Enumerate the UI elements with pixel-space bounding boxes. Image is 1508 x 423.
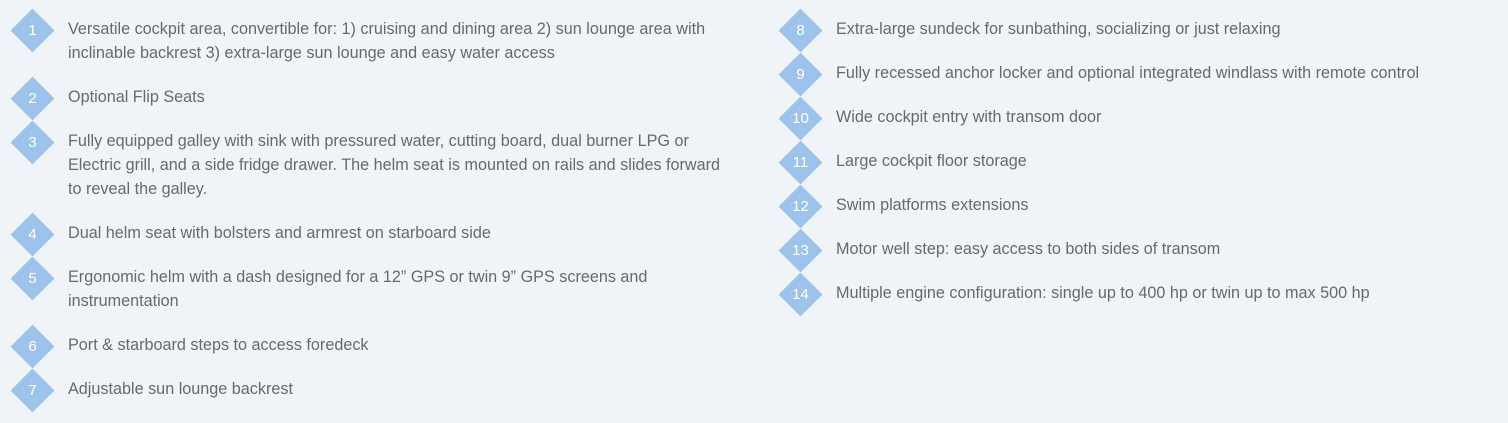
feature-text: Fully recessed anchor locker and optiona… xyxy=(836,64,1420,82)
diamond-icon: 4 xyxy=(10,212,55,257)
diamond-icon: 3 xyxy=(10,120,55,165)
diamond-icon: 1 xyxy=(10,8,55,53)
feature-text: Adjustable sun lounge backrest xyxy=(68,380,293,398)
diamond-icon: 7 xyxy=(10,368,55,413)
feature-number: 11 xyxy=(792,154,809,171)
feature-number: 3 xyxy=(28,134,37,151)
diamond-icon: 2 xyxy=(10,76,55,121)
feature-number: 13 xyxy=(792,242,809,259)
feature-text: Optional Flip Seats xyxy=(68,88,205,106)
feature-number: 12 xyxy=(792,198,809,215)
feature-number: 4 xyxy=(28,226,37,243)
feature-text: Multiple engine configuration: single up… xyxy=(836,284,1370,302)
diamond-icon: 8 xyxy=(778,8,823,53)
feature-number: 8 xyxy=(796,22,805,39)
diamond-icon: 12 xyxy=(778,184,823,229)
diamond-icon: 11 xyxy=(778,140,823,185)
diamond-icon: 5 xyxy=(10,256,55,301)
feature-text: Swim platforms extensions xyxy=(836,196,1029,214)
diamond-icon: 9 xyxy=(778,52,823,97)
feature-number: 2 xyxy=(28,90,37,107)
feature-text: Extra-large sundeck for sunbathing, soci… xyxy=(836,20,1281,38)
diamond-icon: 14 xyxy=(778,272,823,317)
feature-text: Large cockpit floor storage xyxy=(836,152,1027,170)
feature-text: Wide cockpit entry with transom door xyxy=(836,108,1102,126)
feature-number: 1 xyxy=(28,22,37,39)
feature-number: 5 xyxy=(28,270,37,287)
feature-text: Fully equipped galley with sink with pre… xyxy=(68,132,721,198)
feature-text: Motor well step: easy access to both sid… xyxy=(836,240,1221,258)
feature-number: 14 xyxy=(792,286,809,303)
feature-text: Port & starboard steps to access foredec… xyxy=(68,336,369,354)
feature-text: Versatile cockpit area, convertible for:… xyxy=(68,20,706,62)
feature-text: Dual helm seat with bolsters and armrest… xyxy=(68,224,491,242)
diamond-icon: 13 xyxy=(778,228,823,273)
diamond-icon: 10 xyxy=(778,96,823,141)
feature-number: 10 xyxy=(792,110,809,127)
feature-number: 6 xyxy=(28,338,37,355)
feature-number: 7 xyxy=(28,382,37,399)
feature-number: 9 xyxy=(796,66,805,83)
feature-text: Ergonomic helm with a dash designed for … xyxy=(68,268,648,310)
diamond-icon: 6 xyxy=(10,324,55,369)
